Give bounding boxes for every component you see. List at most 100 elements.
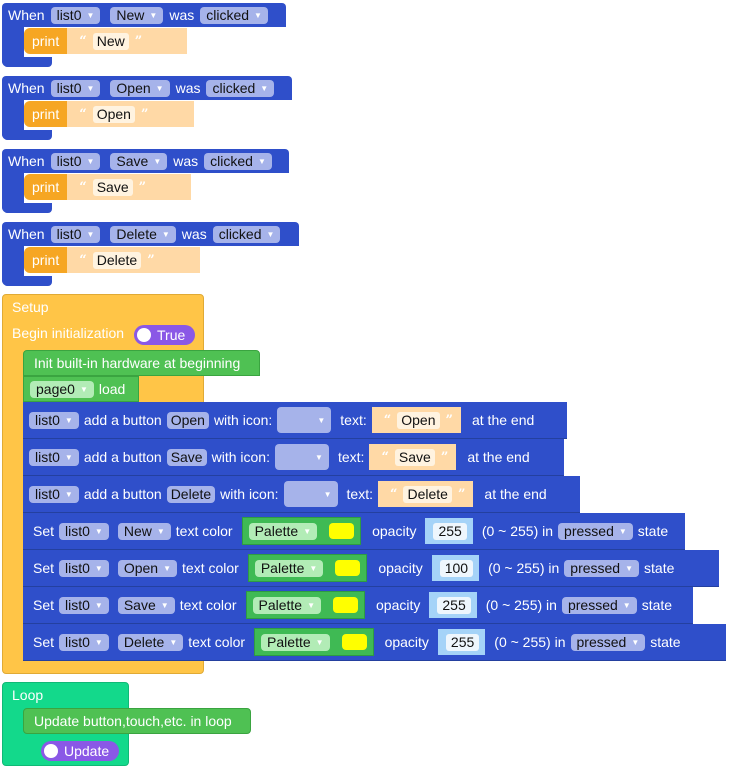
component-dropdown[interactable]: list0▼ bbox=[50, 152, 101, 170]
chevron-down-icon: ▼ bbox=[260, 83, 269, 93]
chevron-down-icon: ▼ bbox=[323, 489, 332, 499]
text-value[interactable]: Open bbox=[92, 105, 135, 123]
palette-dropdown[interactable]: Palette▼ bbox=[248, 522, 318, 540]
button-dropdown[interactable]: Open▼ bbox=[110, 79, 170, 97]
palette-block[interactable]: Palette▼ bbox=[245, 591, 366, 619]
print-block[interactable]: print “ Delete ” bbox=[24, 247, 201, 273]
opacity-value[interactable]: 255 bbox=[433, 522, 467, 540]
close-quote-icon: ” bbox=[440, 449, 449, 465]
color-swatch[interactable] bbox=[341, 634, 367, 650]
add-button-block[interactable]: list0▼ add a button Open with icon: ▼ te… bbox=[23, 402, 567, 439]
component-dropdown[interactable]: list0▼ bbox=[29, 448, 79, 466]
opacity-value[interactable]: 255 bbox=[445, 633, 480, 651]
event-dropdown[interactable]: clicked▼ bbox=[212, 225, 281, 243]
icon-dropdown[interactable]: ▼ bbox=[277, 407, 332, 433]
text-block[interactable]: “ Open ” bbox=[67, 101, 195, 127]
component-dropdown[interactable]: list0▼ bbox=[59, 596, 109, 614]
chevron-down-icon: ▼ bbox=[161, 229, 170, 239]
component-dropdown[interactable]: list0▼ bbox=[50, 79, 101, 97]
palette-dropdown[interactable]: Palette▼ bbox=[261, 633, 330, 651]
component-dropdown[interactable]: list0▼ bbox=[59, 522, 109, 540]
component-dropdown[interactable]: list0▼ bbox=[50, 6, 101, 24]
text-value[interactable]: Delete bbox=[403, 485, 452, 503]
icon-dropdown[interactable]: ▼ bbox=[274, 444, 329, 470]
text-block[interactable]: “ Delete ” bbox=[377, 481, 474, 507]
update-toggle[interactable]: Update bbox=[41, 741, 120, 761]
palette-block[interactable]: Palette▼ bbox=[254, 628, 374, 656]
color-swatch[interactable] bbox=[335, 560, 361, 576]
button-name-field[interactable]: Save bbox=[166, 448, 207, 466]
component-dropdown[interactable]: list0▼ bbox=[50, 225, 101, 243]
button-dropdown[interactable]: Open▼ bbox=[117, 559, 178, 577]
text-value[interactable]: New bbox=[92, 32, 129, 50]
text-value[interactable]: Save bbox=[92, 178, 133, 196]
text-block[interactable]: “ Save ” bbox=[369, 444, 457, 470]
print-block[interactable]: print “ New ” bbox=[24, 28, 188, 54]
color-swatch[interactable] bbox=[333, 597, 359, 613]
add-button-block[interactable]: list0▼ add a button Delete with icon: ▼ … bbox=[23, 476, 580, 513]
event-dropdown[interactable]: clicked▼ bbox=[206, 79, 275, 97]
button-dropdown[interactable]: New▼ bbox=[117, 522, 171, 540]
button-name-field[interactable]: Open bbox=[166, 411, 209, 429]
event-dropdown[interactable]: clicked▼ bbox=[200, 6, 268, 24]
chevron-down-icon: ▼ bbox=[622, 600, 631, 610]
palette-dropdown[interactable]: Palette▼ bbox=[254, 559, 324, 577]
set-text-color-block[interactable]: Set list0▼ Open▼ text color Palette▼ opa… bbox=[23, 550, 719, 587]
text-value[interactable]: Save bbox=[394, 448, 435, 466]
print-label: print bbox=[24, 174, 68, 200]
component-dropdown[interactable]: list0▼ bbox=[59, 559, 109, 577]
event-block[interactable]: When list0▼ Open▼ was clicked▼ bbox=[2, 76, 292, 100]
palette-block[interactable]: Palette▼ bbox=[241, 517, 362, 545]
color-swatch[interactable] bbox=[329, 523, 355, 539]
opacity-number-block[interactable]: 255 bbox=[425, 518, 473, 544]
set-text-color-block[interactable]: Set list0▼ Delete▼ text color Palette▼ o… bbox=[23, 624, 726, 661]
print-block[interactable]: print “ Save ” bbox=[24, 174, 192, 200]
event-block[interactable]: When list0▼ Delete▼ was clicked▼ bbox=[2, 222, 299, 246]
button-name-field[interactable]: Delete bbox=[166, 485, 216, 503]
palette-block[interactable]: Palette▼ bbox=[247, 554, 368, 582]
palette-dropdown[interactable]: Palette▼ bbox=[252, 596, 322, 614]
init-hardware-block[interactable]: Init built-in hardware at beginning bbox=[23, 350, 260, 376]
state-dropdown[interactable]: pressed▼ bbox=[558, 522, 633, 540]
component-dropdown[interactable]: list0▼ bbox=[29, 411, 79, 429]
opacity-number-block[interactable]: 255 bbox=[437, 629, 486, 655]
state-dropdown[interactable]: pressed▼ bbox=[561, 596, 637, 614]
text-block[interactable]: “ New ” bbox=[67, 28, 188, 54]
text-value[interactable]: Open bbox=[397, 411, 440, 429]
event-dropdown[interactable]: clicked▼ bbox=[204, 152, 272, 170]
component-dropdown[interactable]: list0▼ bbox=[29, 485, 79, 503]
set-label: Set bbox=[33, 523, 55, 539]
opacity-number-block[interactable]: 255 bbox=[429, 592, 477, 618]
print-block[interactable]: print “ Open ” bbox=[24, 101, 195, 127]
button-dropdown[interactable]: Save▼ bbox=[110, 152, 168, 170]
state-dropdown[interactable]: pressed▼ bbox=[564, 559, 640, 577]
state-label: state bbox=[637, 523, 669, 539]
icon-dropdown[interactable]: ▼ bbox=[283, 481, 338, 507]
button-dropdown[interactable]: Delete▼ bbox=[117, 633, 184, 651]
button-dropdown[interactable]: Save▼ bbox=[117, 596, 175, 614]
state-dropdown[interactable]: pressed▼ bbox=[570, 633, 646, 651]
opacity-number-block[interactable]: 100 bbox=[431, 555, 480, 581]
open-quote-icon: “ bbox=[79, 252, 87, 268]
event-block[interactable]: When list0▼ New▼ was clicked▼ bbox=[2, 3, 286, 27]
event-block[interactable]: When list0▼ Save▼ was clicked▼ bbox=[2, 149, 289, 173]
text-value[interactable]: Delete bbox=[92, 251, 142, 269]
page-dropdown[interactable]: page0 ▼ bbox=[30, 380, 94, 398]
add-button-block[interactable]: list0▼ add a button Save with icon: ▼ te… bbox=[23, 439, 564, 476]
page-load-block[interactable]: page0 ▼ load bbox=[23, 376, 139, 402]
open-quote-icon: “ bbox=[79, 33, 87, 49]
button-dropdown[interactable]: Delete▼ bbox=[110, 225, 176, 243]
set-text-color-block[interactable]: Set list0▼ Save▼ text color Palette▼ opa… bbox=[23, 587, 693, 624]
with-icon-label: with icon: bbox=[211, 449, 270, 465]
component-dropdown[interactable]: list0▼ bbox=[59, 633, 109, 651]
opacity-value[interactable]: 255 bbox=[437, 596, 471, 614]
button-dropdown[interactable]: New▼ bbox=[110, 6, 164, 24]
text-label: text: bbox=[346, 486, 373, 502]
text-block[interactable]: “ Open ” bbox=[371, 407, 461, 433]
update-stmt-block[interactable]: Update button,touch,etc. in loop bbox=[23, 708, 251, 734]
text-block[interactable]: “ Delete ” bbox=[67, 247, 201, 273]
opacity-value[interactable]: 100 bbox=[439, 559, 474, 577]
text-block[interactable]: “ Save ” bbox=[67, 174, 192, 200]
set-text-color-block[interactable]: Set list0▼ New▼ text color Palette▼ opac… bbox=[23, 513, 685, 550]
begin-init-toggle[interactable]: True bbox=[134, 325, 196, 345]
